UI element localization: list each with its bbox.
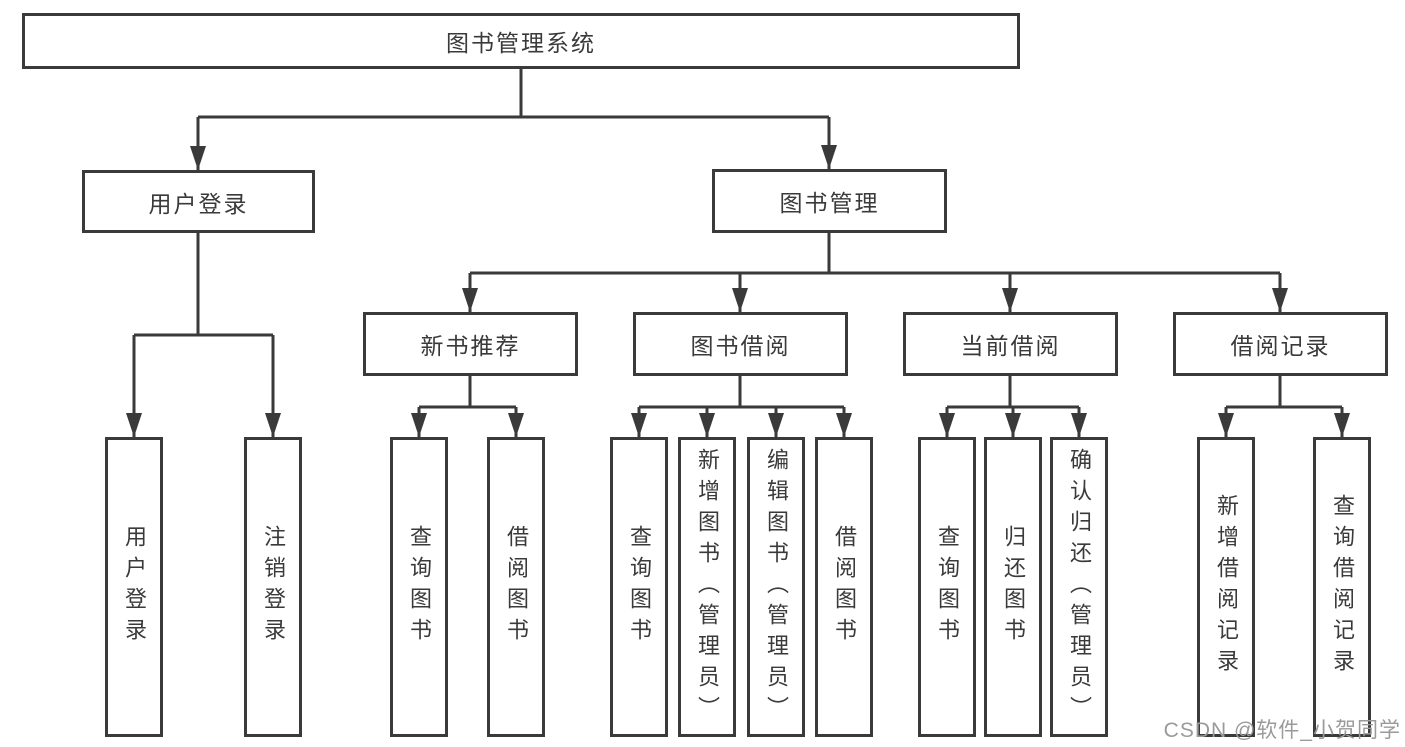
leaf-query-books-borrow-label: 查询图书 <box>627 525 652 649</box>
node-root-label: 图书管理系统 <box>446 30 596 56</box>
leaf-return-book-label: 归还图书 <box>1001 525 1026 649</box>
leaf-query-borrow-record-label: 查询借阅记录 <box>1330 494 1355 680</box>
node-user-login: 用户登录 <box>82 170 315 233</box>
node-borrow-records-label: 借阅记录 <box>1230 333 1331 359</box>
leaf-add-borrow-record: 新增借阅记录 <box>1197 437 1255 737</box>
leaf-query-books-current-label: 查询图书 <box>935 525 960 649</box>
node-book-borrow-label: 图书借阅 <box>690 333 791 359</box>
leaf-query-books-borrow: 查询图书 <box>610 437 668 737</box>
leaf-user-login: 用户登录 <box>105 437 163 737</box>
leaf-confirm-return-admin: 确认归还（管理员） <box>1050 437 1108 737</box>
leaf-borrow-books: 借阅图书 <box>815 437 873 737</box>
leaf-add-book-admin-label: 新增图书（管理员） <box>695 447 720 727</box>
leaf-query-books-recommend: 查询图书 <box>390 437 448 737</box>
leaf-edit-book-admin-label: 编辑图书（管理员） <box>764 447 789 727</box>
leaf-add-borrow-record-label: 新增借阅记录 <box>1214 494 1239 680</box>
leaf-user-login-label: 用户登录 <box>122 525 147 649</box>
leaf-edit-book-admin: 编辑图书（管理员） <box>747 437 805 737</box>
node-book-management: 图书管理 <box>712 169 947 233</box>
trunk-book-management <box>470 233 1280 275</box>
node-user-login-label: 用户登录 <box>148 190 249 217</box>
node-borrow-records: 借阅记录 <box>1173 312 1388 376</box>
leaf-query-borrow-record: 查询借阅记录 <box>1313 437 1371 737</box>
node-book-borrow: 图书借阅 <box>633 312 848 376</box>
node-new-book-recommend-label: 新书推荐 <box>420 333 521 359</box>
leaf-logout-label: 注销登录 <box>261 525 286 649</box>
leaf-borrow-books-recommend: 借阅图书 <box>487 437 545 737</box>
leaf-query-books-recommend-label: 查询图书 <box>407 525 432 649</box>
node-new-book-recommend: 新书推荐 <box>363 312 578 376</box>
trunk-new-book-recommend <box>419 376 516 409</box>
trunk-borrow-records <box>1226 376 1342 409</box>
trunk-book-borrow <box>639 376 844 409</box>
node-root: 图书管理系统 <box>22 13 1020 69</box>
leaf-query-books-current: 查询图书 <box>918 437 976 737</box>
leaf-borrow-books-label: 借阅图书 <box>832 525 857 649</box>
node-book-management-label: 图书管理 <box>779 190 880 216</box>
trunk-user-login <box>134 233 273 337</box>
node-current-borrow-label: 当前借阅 <box>960 333 1061 359</box>
leaf-confirm-return-admin-label: 确认归还（管理员） <box>1067 447 1092 727</box>
leaf-return-book: 归还图书 <box>984 437 1042 737</box>
watermark: CSDN @软件_小贺同学 <box>1163 719 1401 742</box>
trunk-root <box>198 69 829 119</box>
leaf-borrow-books-recommend-label: 借阅图书 <box>504 525 529 649</box>
trunk-current-borrow <box>947 376 1079 409</box>
leaf-add-book-admin: 新增图书（管理员） <box>678 437 736 737</box>
node-current-borrow: 当前借阅 <box>903 312 1118 376</box>
leaf-logout: 注销登录 <box>244 437 302 737</box>
